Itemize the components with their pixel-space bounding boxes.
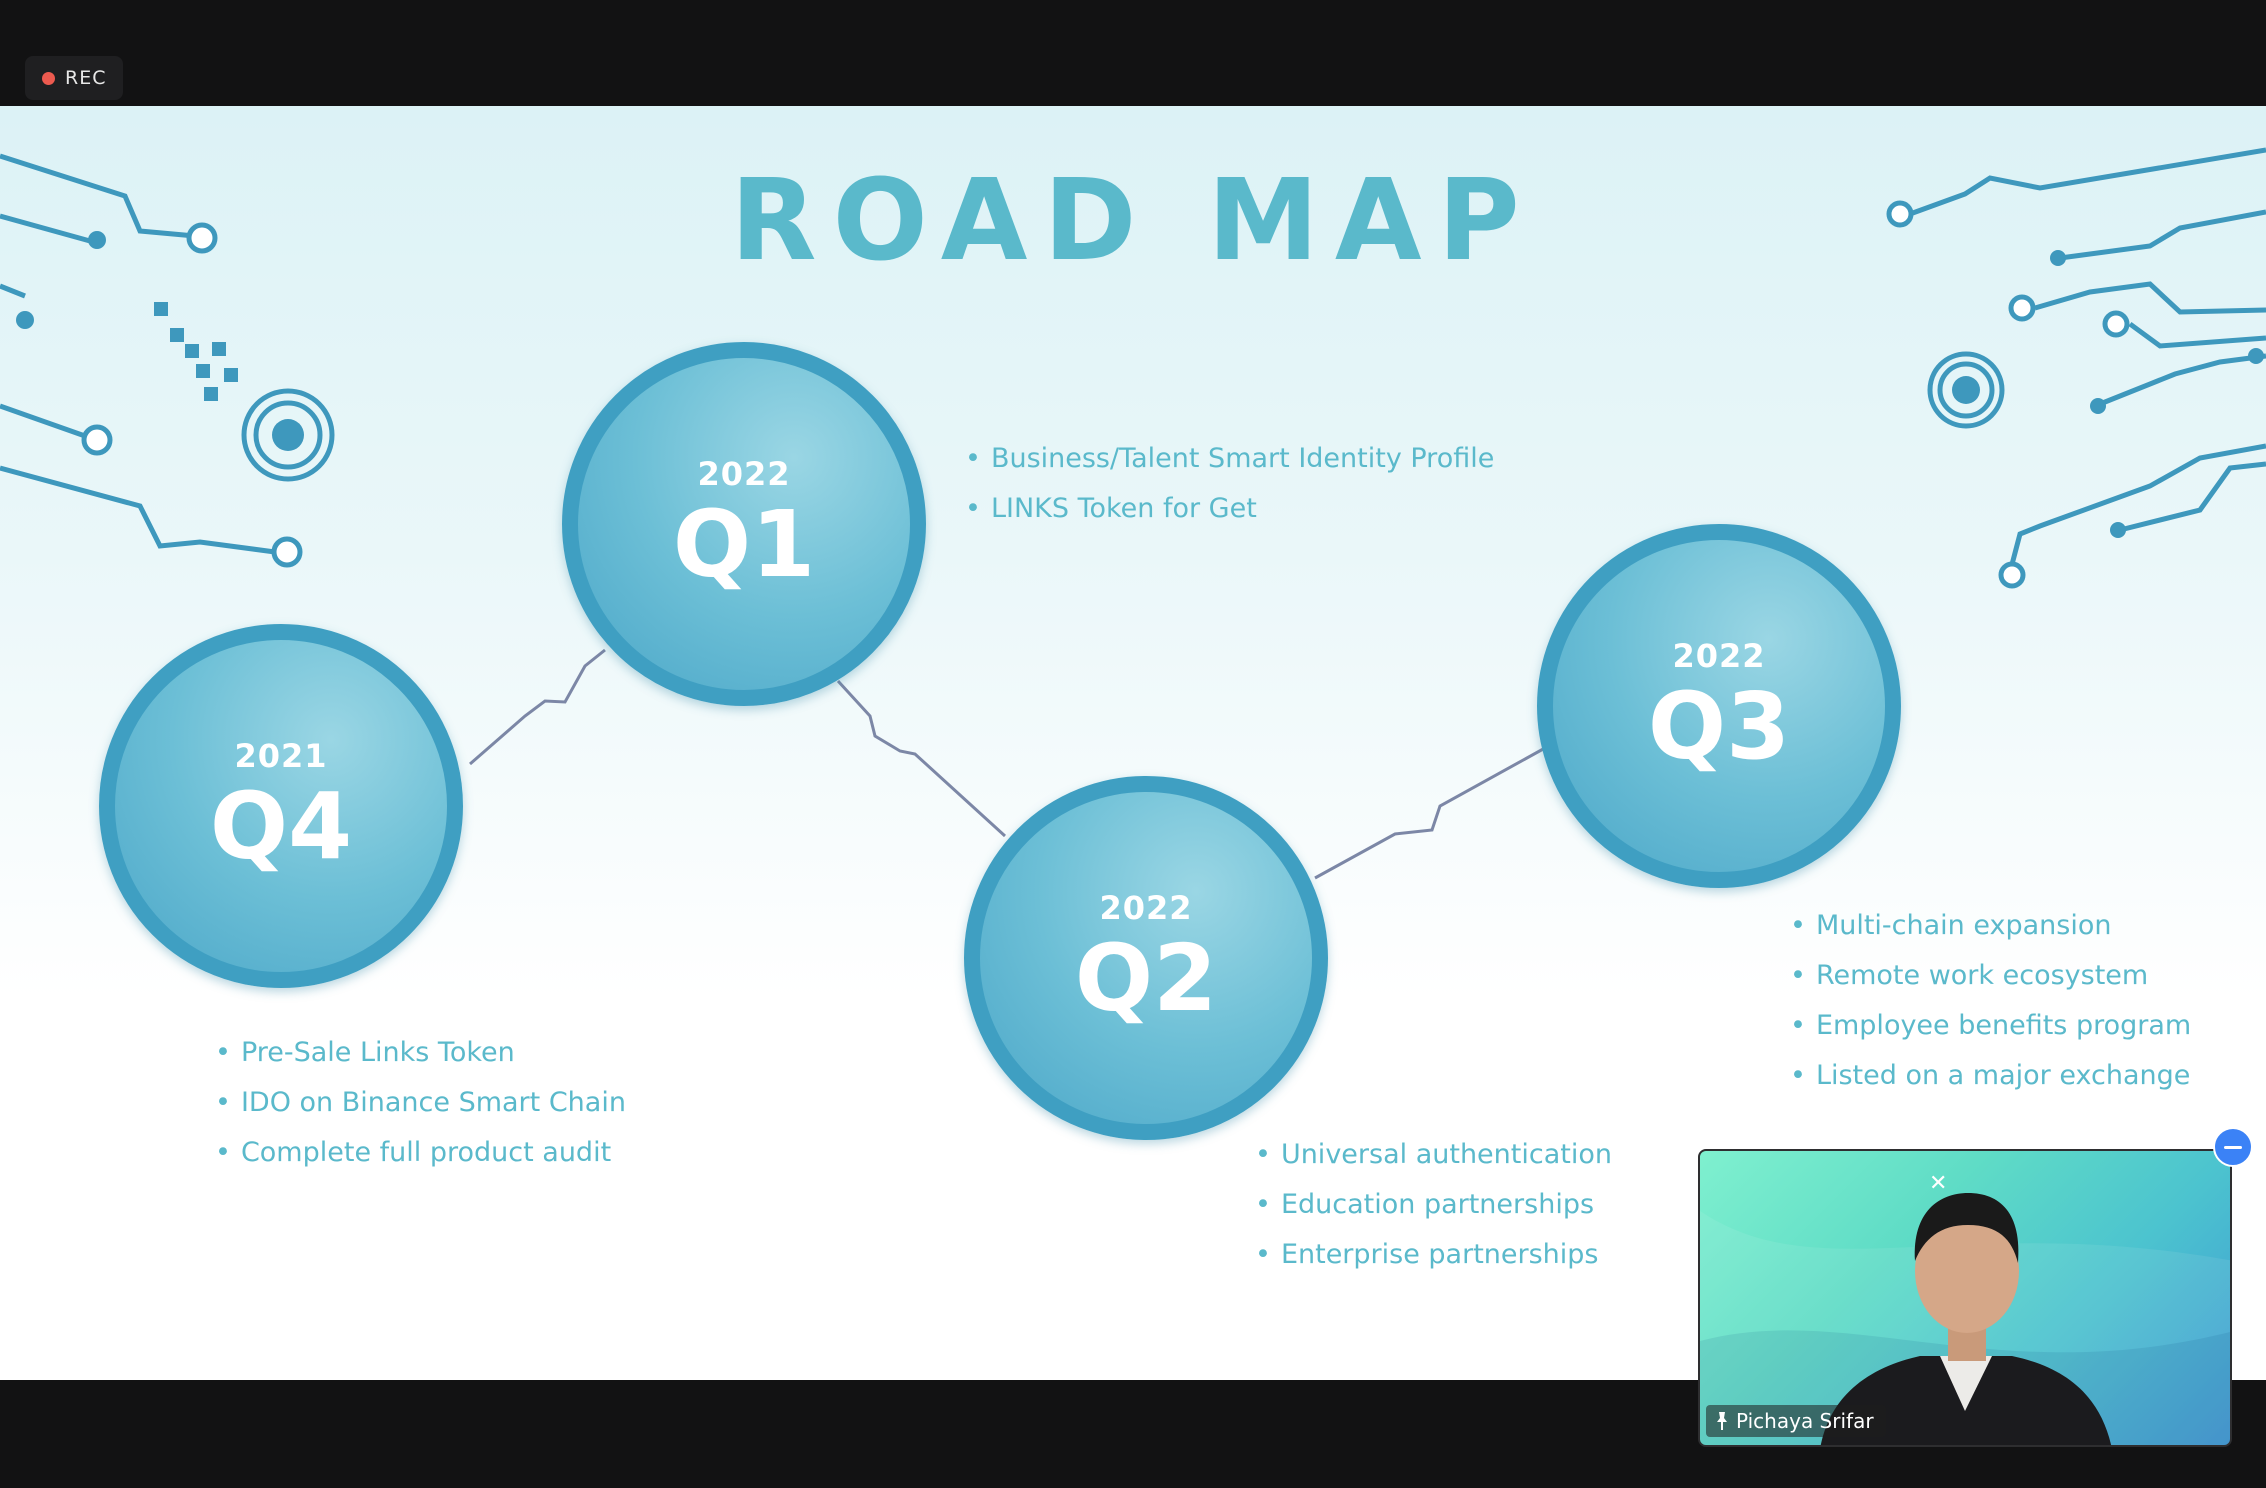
shared-slide: ROAD MAP 2021 Q4 2022 Q1 2022 Q2 2022 Q3… [0,106,2266,1380]
list-item: LINKS Token for Get [965,484,1494,534]
close-icon[interactable]: ✕ [1929,1171,1948,1196]
q4-items: Pre-Sale Links Token IDO on Binance Smar… [215,1028,626,1178]
milestone-quarter: Q3 [1647,673,1791,780]
pin-icon [1717,1412,1727,1430]
participant-video-tile[interactable]: ✕ Pichaya Srifar [1698,1149,2232,1447]
list-item: Complete full product audit [215,1128,626,1178]
milestone-quarter: Q1 [672,491,816,598]
participant-video [1700,1193,2230,1445]
circuit-decoration [0,147,2266,880]
milestone-quarter: Q4 [209,773,353,880]
milestone-quarter: Q2 [1074,925,1218,1032]
milestone-year: 2022 [1099,889,1193,927]
minimize-icon [2224,1145,2242,1149]
participant-name-tag: Pichaya Srifar [1706,1405,1886,1437]
list-item: Remote work ecosystem [1790,951,2191,1001]
milestone-year: 2022 [1672,637,1766,675]
list-item: Employee benefits program [1790,1001,2191,1051]
q1-items: Business/Talent Smart Identity Profile L… [965,434,1494,534]
participant-name: Pichaya Srifar [1736,1409,1874,1433]
milestone-q3: 2022 Q3 [1537,524,1901,888]
milestone-q1: 2022 Q1 [562,342,926,706]
q2-items: Universal authentication Education partn… [1255,1130,1612,1280]
list-item: Universal authentication [1255,1130,1612,1180]
list-item: IDO on Binance Smart Chain [215,1078,626,1128]
milestone-q2: 2022 Q2 [964,776,1328,1140]
list-item: Pre-Sale Links Token [215,1028,626,1078]
list-item: Multi-chain expansion [1790,901,2191,951]
minimize-video-button[interactable] [2213,1127,2253,1167]
milestone-year: 2022 [697,455,791,493]
milestone-year: 2021 [234,737,328,775]
q3-items: Multi-chain expansion Remote work ecosys… [1790,901,2191,1101]
recording-label: REC [65,67,107,89]
milestone-q4: 2021 Q4 [99,624,463,988]
slide-title: ROAD MAP [730,156,1536,286]
recording-indicator[interactable]: REC [25,56,123,100]
list-item: Education partnerships [1255,1180,1612,1230]
record-dot-icon [42,71,55,85]
list-item: Business/Talent Smart Identity Profile [965,434,1494,484]
list-item: Listed on a major exchange [1790,1051,2191,1101]
top-bar: REC [0,0,2266,106]
list-item: Enterprise partnerships [1255,1230,1612,1280]
